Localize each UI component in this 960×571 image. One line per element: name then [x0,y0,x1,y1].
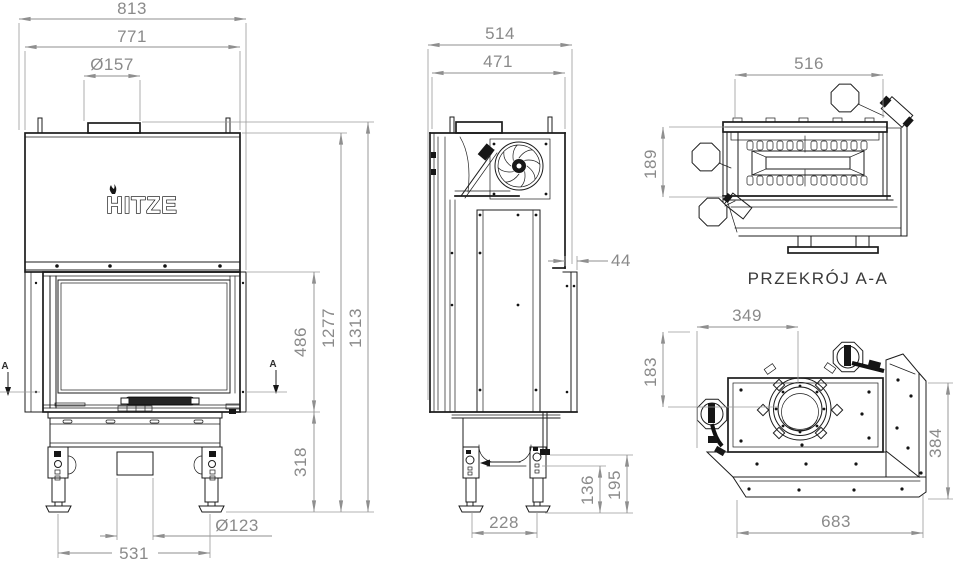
deflector-teeth-bottom [746,175,868,186]
dim-side-body-depth: 471 [483,52,513,71]
dim-front-outlet-diameter: Ø123 [215,516,259,535]
brand-logo: HITZE [106,192,177,218]
flue-collar [756,362,844,441]
dim-top-depth: 384 [926,428,945,458]
dim-side-feet-span: 228 [489,513,519,532]
corner-bracket-top-right [879,95,914,129]
dim-front-glass-height: 486 [291,327,310,357]
dim-top-flue-offset-x: 349 [732,306,762,325]
side-internals [429,136,578,413]
section-cut-marker-left: A [0,361,40,396]
dim-side-base-height: 195 [605,470,624,500]
front-door [24,271,247,414]
side-body [429,116,566,413]
section-title: PRZEKRÓJ A-A [748,269,889,288]
top-dimensions: 349 183 384 683 [641,306,953,538]
section-marker-label: A [269,359,276,370]
air-control-callout [696,398,728,457]
side-base [451,411,561,513]
fan-wheel [494,141,544,191]
dim-front-base-height: 318 [291,447,310,477]
section-aa-view: 516 189 PRZEKRÓJ A-A [641,54,914,288]
adjustable-foot [45,505,72,513]
dim-front-feet-span: 531 [119,544,149,563]
dim-front-overall-width: 813 [117,0,147,18]
dim-side-overall-depth: 514 [485,24,515,43]
dim-side-base-inner-height: 136 [578,475,597,505]
door-handle [124,396,196,406]
ash-outlet-box [116,451,154,476]
brand-logo-group: HITZE [106,184,177,219]
corner-bracket-bottom-left [722,192,753,220]
front-flue-stub [37,117,231,134]
front-view: HITZE [0,0,374,563]
adjustable-foot [198,505,225,513]
dim-front-body-width: 771 [117,27,147,46]
top-base-plates [705,353,927,498]
section-dimensions: 516 189 [641,54,884,198]
section-cut-marker-right: A [246,359,287,394]
section-structure [691,83,914,254]
top-view: 349 183 384 683 [641,306,953,538]
dim-section-width: 516 [794,54,824,73]
top-plate [727,377,884,453]
adjustable-foot [525,505,551,513]
airflow-arrow-icon [480,459,490,467]
dim-top-width: 683 [821,512,851,531]
dim-front-overall-height: 1313 [346,308,365,348]
dim-section-depth: 189 [641,149,660,179]
deflector-teeth-top [746,140,868,151]
damper-control-callout [832,341,885,373]
front-legs [45,446,225,513]
dim-front-flue-diameter: Ø157 [90,55,134,74]
side-view: 514 471 44 228 136 195 [427,24,633,538]
dim-front-body-height: 1277 [319,308,338,348]
flame-icon [109,184,117,194]
front-dimensions: 813 771 Ø157 486 318 1277 1313 Ø123 531 [18,0,374,563]
dim-top-flue-offset-y: 183 [641,357,660,387]
adjustable-foot [458,505,484,513]
front-base [47,411,223,476]
detail-callout-balloons [691,83,885,227]
section-marker-label: A [1,361,8,372]
side-dimensions: 514 471 44 228 136 195 [427,24,633,538]
dim-side-rear-offset: 44 [611,251,631,270]
